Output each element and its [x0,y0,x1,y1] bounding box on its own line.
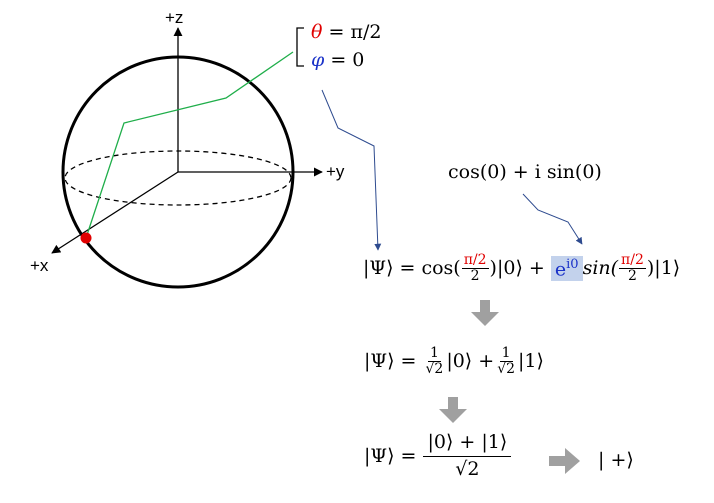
eq3-result: | +⟩ [598,449,634,471]
theta-symbol: θ [311,21,323,43]
param-bracket [296,27,304,67]
equation-3: |Ψ⟩ = |0⟩ + |1⟩ √2 [364,432,512,480]
eq1-exp-base: e [554,257,567,280]
eq3-lhs: |Ψ⟩ = [364,444,423,467]
eq1-fraction-sin: π/2 2 [619,253,646,283]
equation-1: |Ψ⟩ = cos( π/2 2 )|0⟩ + ei0 sin( π/2 2 )… [363,253,680,283]
eq3-fraction: |0⟩ + |1⟩ √2 [423,432,512,480]
phi-symbol: φ [311,49,325,71]
eq1-frac2-num: π/2 [619,252,646,269]
down-arrow-2 [439,397,467,423]
state-point [80,232,92,244]
axis-label-z: +z [165,8,184,27]
phi-param: φ = 0 [311,51,364,70]
phi-value: = 0 [324,49,365,71]
euler-note: cos(0) + i sin(0) [448,161,602,183]
eq2-fraction-b: 1 √2 [495,346,517,376]
eq1-sin: sin( [582,256,619,279]
theta-value: = π/2 [322,21,382,43]
equation-2: |Ψ⟩ = 1 √2 |0⟩ + 1 √2 |1⟩ [364,346,544,376]
state-callout-line [85,51,294,239]
euler-pointer-line [522,193,583,245]
theta-param: θ = π/2 [311,23,381,42]
eq1-ket0: )|0⟩ + [489,256,551,279]
eq2-frac2-den: √2 [497,360,516,377]
eq1-exp-power: i0 [566,256,579,272]
eq2-fraction-a: 1 √2 [423,346,445,376]
x-axis-line [51,171,179,254]
eq2-frac-num: 1 [427,345,441,362]
eq1-lhs: |Ψ⟩ = cos( [363,256,461,279]
right-arrow [549,448,580,474]
eq1-fraction-cos: π/2 2 [461,252,489,284]
eq1-frac-den: 2 [470,267,480,284]
eq2-frac-den: √2 [425,360,444,377]
eq2-lhs: |Ψ⟩ = [364,349,423,372]
eq2-frac2-num: 1 [499,345,513,362]
eq1-ket1: )|1⟩ [646,256,681,279]
eq1-frac2-den: 2 [628,267,637,284]
down-arrow-1 [471,300,499,326]
eq3-frac-num: |0⟩ + |1⟩ [423,432,512,457]
param-pointer-line [321,89,382,251]
eq3-frac-den: √2 [455,457,480,480]
eq1-frac-num: π/2 [461,252,489,269]
axis-label-y: +y [326,162,345,181]
eq1-exponential: ei0 [550,255,583,281]
eq2-ket0: |0⟩ + [446,349,495,372]
eq2-ket1: |1⟩ [518,349,544,372]
axis-label-x: +x [30,256,49,275]
